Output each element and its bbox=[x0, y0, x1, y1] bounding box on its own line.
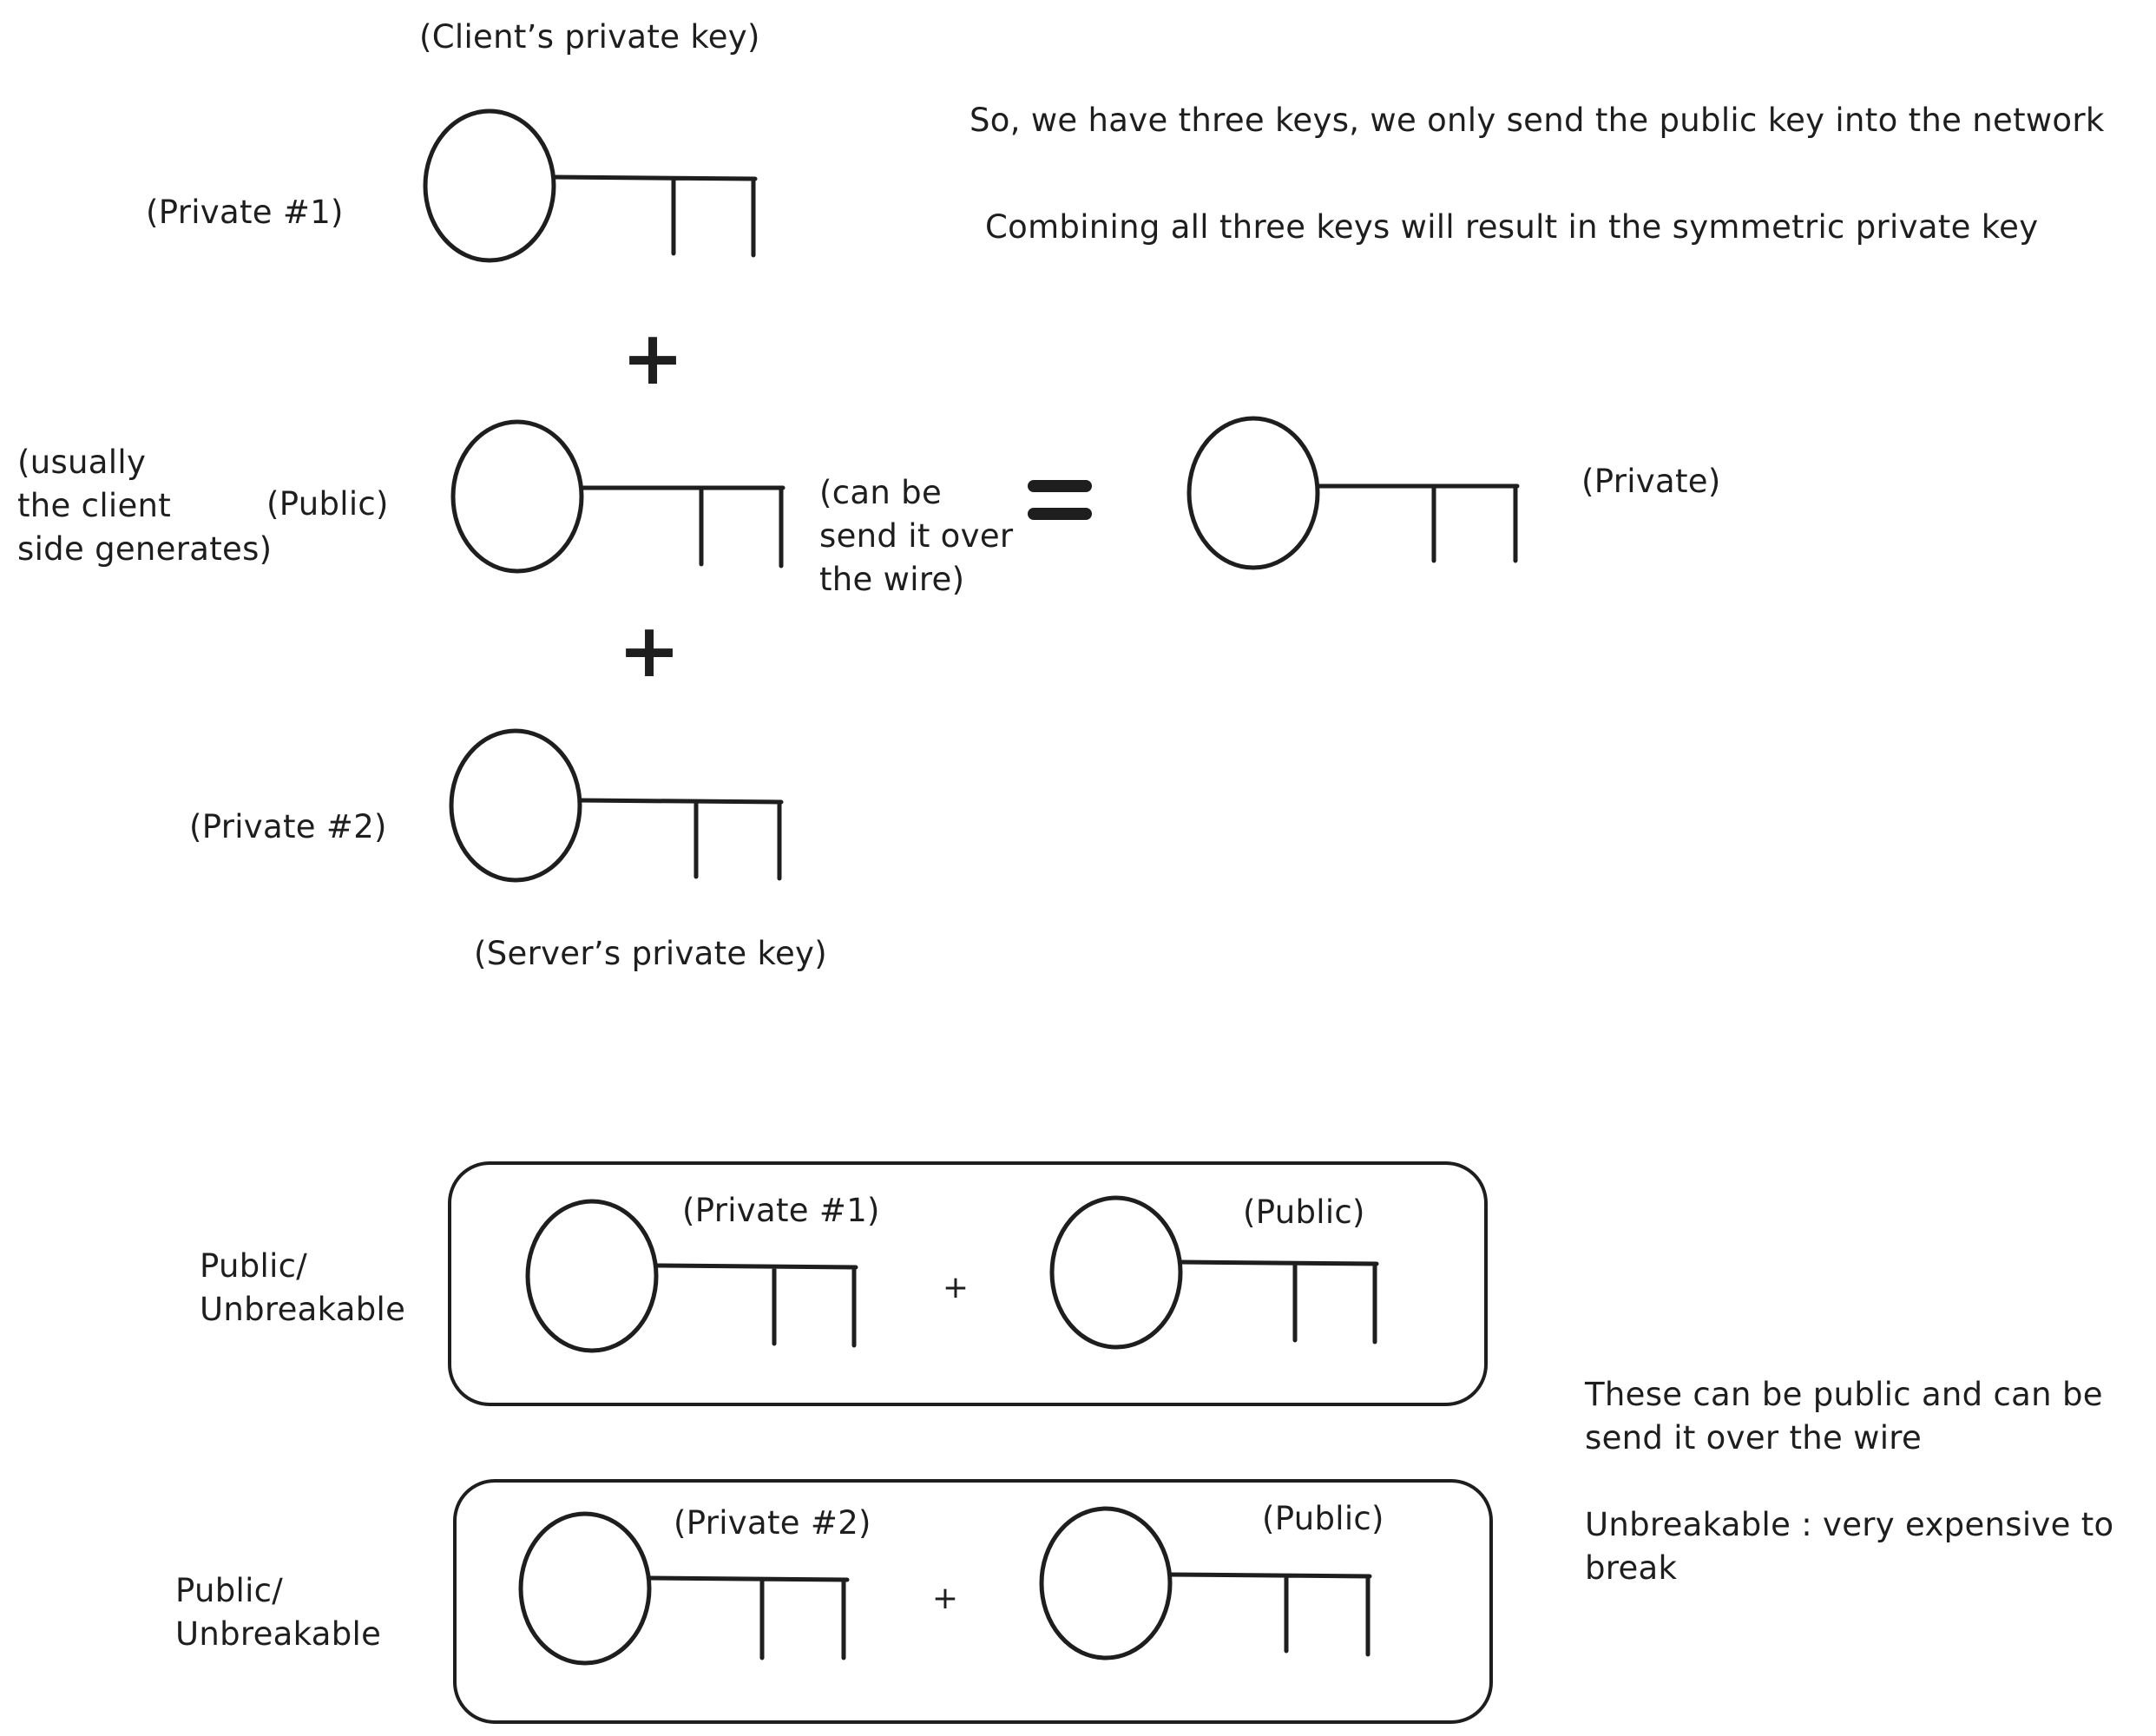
box-1-right-key-label: (Public) bbox=[1243, 1194, 1365, 1231]
three-keys-note: So, we have three keys, we only send the… bbox=[970, 102, 2105, 139]
box-2-right-key-label: (Public) bbox=[1262, 1500, 1384, 1537]
box-1-left-key-icon bbox=[525, 1194, 891, 1353]
box-1-plus-operator: + bbox=[942, 1270, 970, 1305]
public-wire-note: These can be public and can be send it o… bbox=[1585, 1376, 2103, 1457]
private-2-label: (Private #2) bbox=[189, 808, 387, 845]
usually-client-generates-label: (usually the client side generates) bbox=[17, 444, 273, 568]
plus-operator-2: + bbox=[617, 608, 681, 694]
combining-note: Combining all three keys will result in … bbox=[985, 208, 2039, 246]
box-1-side-label: Public/ Unbreakable bbox=[200, 1247, 406, 1328]
box-2-right-key-icon bbox=[1039, 1500, 1404, 1660]
combination-box-1 bbox=[448, 1161, 1488, 1406]
key-private-result-icon bbox=[1186, 415, 1552, 571]
key-private-1-icon bbox=[423, 108, 788, 264]
private-1-label: (Private #1) bbox=[146, 194, 344, 231]
box-1-right-key-icon bbox=[1049, 1191, 1415, 1350]
server-private-key-label: (Server’s private key) bbox=[474, 935, 827, 972]
key-private-2-icon bbox=[449, 727, 814, 884]
plus-operator-1: + bbox=[621, 315, 685, 402]
box-1-left-key-label: (Private #1) bbox=[682, 1192, 880, 1229]
box-2-side-label: Public/ Unbreakable bbox=[175, 1572, 382, 1653]
key-public-icon bbox=[450, 419, 816, 578]
can-be-send-label: (can be send it over the wire) bbox=[819, 474, 1014, 598]
unbreakable-definition-note: Unbreakable : very expensive to break bbox=[1585, 1506, 2114, 1587]
public-label: (Public) bbox=[266, 485, 389, 523]
box-2-left-key-icon bbox=[518, 1505, 884, 1666]
private-result-label: (Private) bbox=[1581, 463, 1721, 500]
equals-operator bbox=[1028, 480, 1092, 536]
combination-box-2 bbox=[453, 1479, 1493, 1724]
client-private-key-label: (Client’s private key) bbox=[419, 18, 760, 56]
box-2-left-key-label: (Private #2) bbox=[674, 1504, 871, 1542]
box-2-plus-operator: + bbox=[931, 1581, 959, 1616]
